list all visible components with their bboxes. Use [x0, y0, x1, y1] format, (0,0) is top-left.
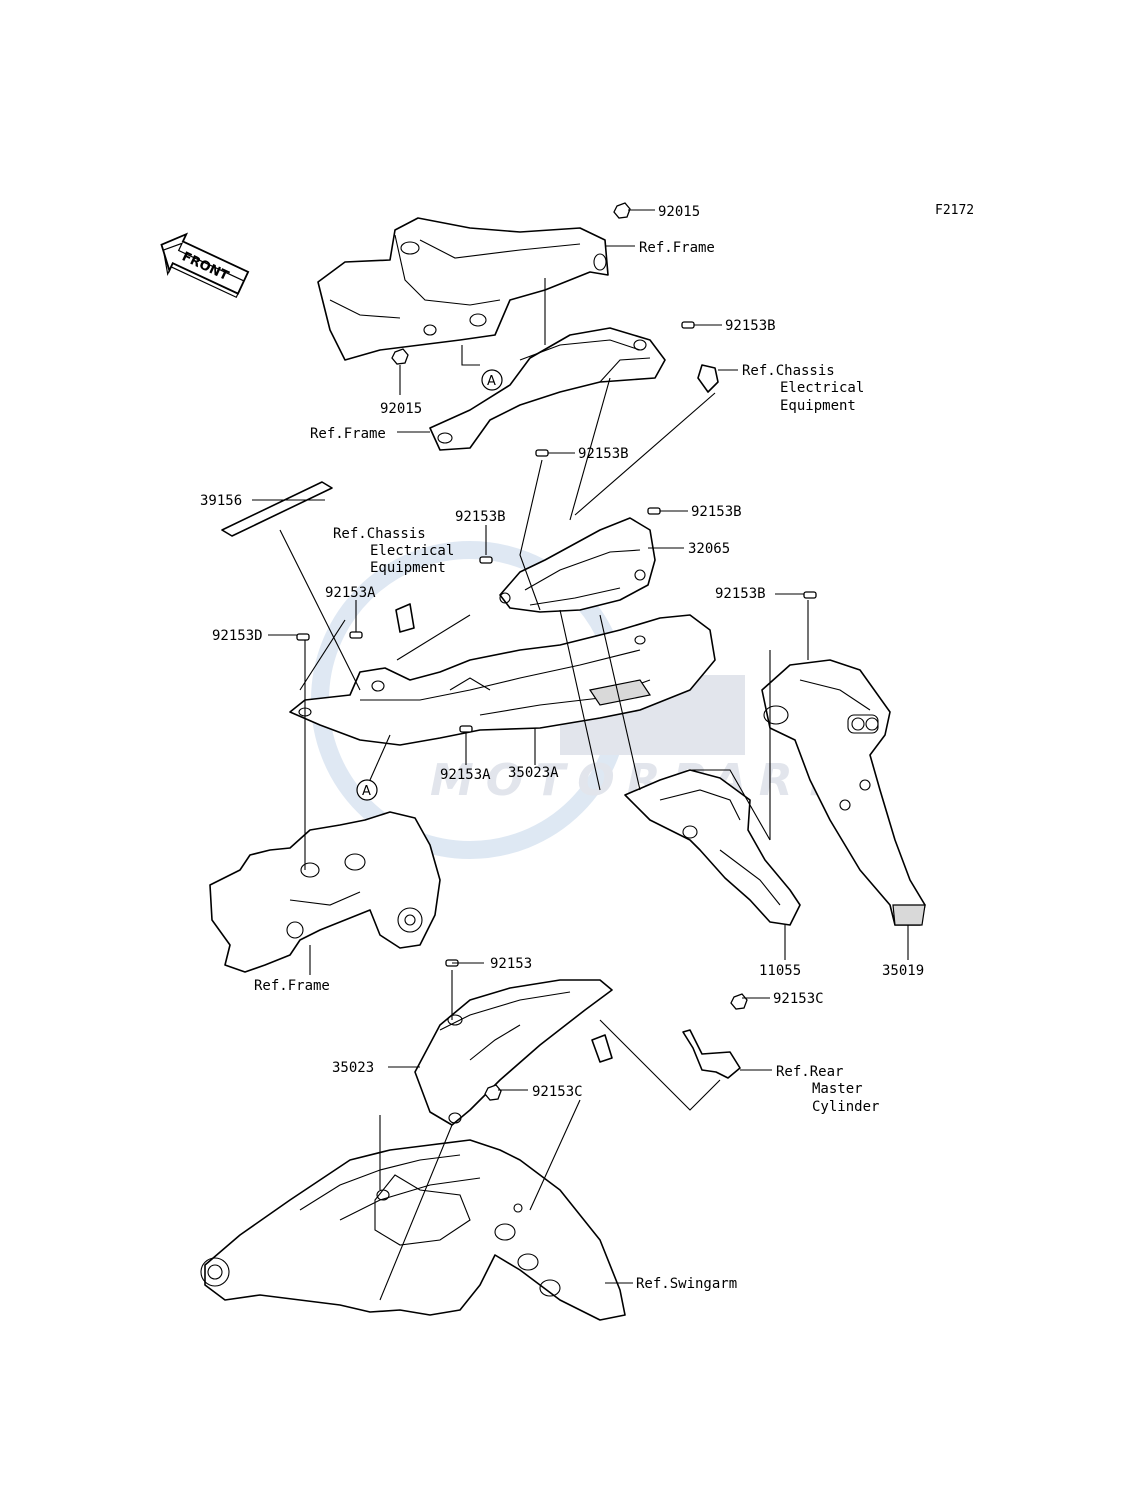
- label-32065: 32065: [688, 541, 730, 557]
- label-35019: 35019: [882, 963, 924, 979]
- label-39156: 39156: [200, 493, 242, 509]
- nut-icon: [391, 348, 409, 365]
- callout-a-lower: A: [356, 779, 378, 801]
- nut-icon: [730, 993, 748, 1010]
- label-ref-chassis-1-line1: Ref.Chassis: [742, 363, 835, 379]
- label-35023A: 35023A: [508, 765, 559, 781]
- part-11055-bracket: [624, 769, 801, 926]
- label-ref-frame-top: Ref.Frame: [639, 240, 715, 256]
- nut-icon: [484, 1084, 502, 1101]
- label-11055: 11055: [759, 963, 801, 979]
- label-92153B-1: 92153B: [725, 318, 776, 334]
- swingarm: [200, 1139, 626, 1321]
- label-ref-chassis-2-line3: Equipment: [370, 560, 446, 576]
- label-92153A-2: 92153A: [440, 767, 491, 783]
- label-92153C-1: 92153C: [773, 991, 824, 1007]
- label-ref-frame-bottom: Ref.Frame: [254, 978, 330, 994]
- front-arrow-icon: FRONT: [160, 232, 250, 299]
- label-92153D: 92153D: [212, 628, 263, 644]
- callout-a-upper-letter: A: [487, 374, 496, 389]
- bolt-icon: [535, 449, 549, 457]
- rear-master-cylinder-guard: [591, 1029, 741, 1079]
- rear-frame-rail: [429, 327, 666, 451]
- part-39156-plate: [221, 481, 333, 537]
- label-ref-frame-mid: Ref.Frame: [310, 426, 386, 442]
- part-35019-bracket: [761, 659, 926, 926]
- callout-a-upper: A: [481, 369, 503, 391]
- label-92153B-4: 92153B: [455, 509, 506, 525]
- nut-icon: [613, 202, 631, 219]
- label-92153B-2: 92153B: [578, 446, 629, 462]
- figure-code: F2172: [935, 203, 974, 218]
- label-92153A-1: 92153A: [325, 585, 376, 601]
- part-35023-fender: [414, 979, 613, 1126]
- label-ref-rear-master-line3: Cylinder: [812, 1099, 879, 1115]
- label-ref-rear-master-line1: Ref.Rear: [776, 1064, 843, 1080]
- bolt-icon: [459, 725, 473, 733]
- label-92153C-2: 92153C: [532, 1084, 583, 1100]
- label-92015-top: 92015: [658, 204, 700, 220]
- bolt-icon: [803, 591, 817, 599]
- bolt-icon: [296, 633, 310, 641]
- label-92153B-3: 92153B: [691, 504, 742, 520]
- bolt-icon: [479, 556, 493, 564]
- bolt-icons: [296, 202, 817, 1101]
- leader-lines: [252, 209, 909, 1301]
- label-35023: 35023: [332, 1060, 374, 1076]
- part-32065-tray: [499, 517, 656, 613]
- label-ref-chassis-2-line1: Ref.Chassis: [333, 526, 426, 542]
- label-92153B-5: 92153B: [715, 586, 766, 602]
- part-35023A-undertray: [289, 614, 716, 746]
- rear-frame-lower: [209, 811, 441, 973]
- label-ref-chassis-2-line2: Electrical: [370, 543, 454, 559]
- callout-a-lower-letter: A: [362, 784, 371, 799]
- label-ref-swingarm: Ref.Swingarm: [636, 1276, 737, 1292]
- label-ref-chassis-1-line3: Equipment: [780, 398, 856, 414]
- label-ref-chassis-1-line2: Electrical: [780, 380, 864, 396]
- label-92015-left: 92015: [380, 401, 422, 417]
- harness-clip-upper: [697, 364, 719, 393]
- harness-clip-lower: [395, 603, 415, 633]
- bolt-icon: [681, 321, 695, 329]
- label-ref-rear-master-line2: Master: [812, 1081, 863, 1097]
- rear-frame-upper: [317, 217, 609, 361]
- label-92153: 92153: [490, 956, 532, 972]
- bolt-icon: [349, 631, 363, 639]
- bolt-icon: [647, 507, 661, 515]
- part-labels: 92015 Ref.Frame 92015 Ref.Frame 92153B R…: [200, 204, 924, 1292]
